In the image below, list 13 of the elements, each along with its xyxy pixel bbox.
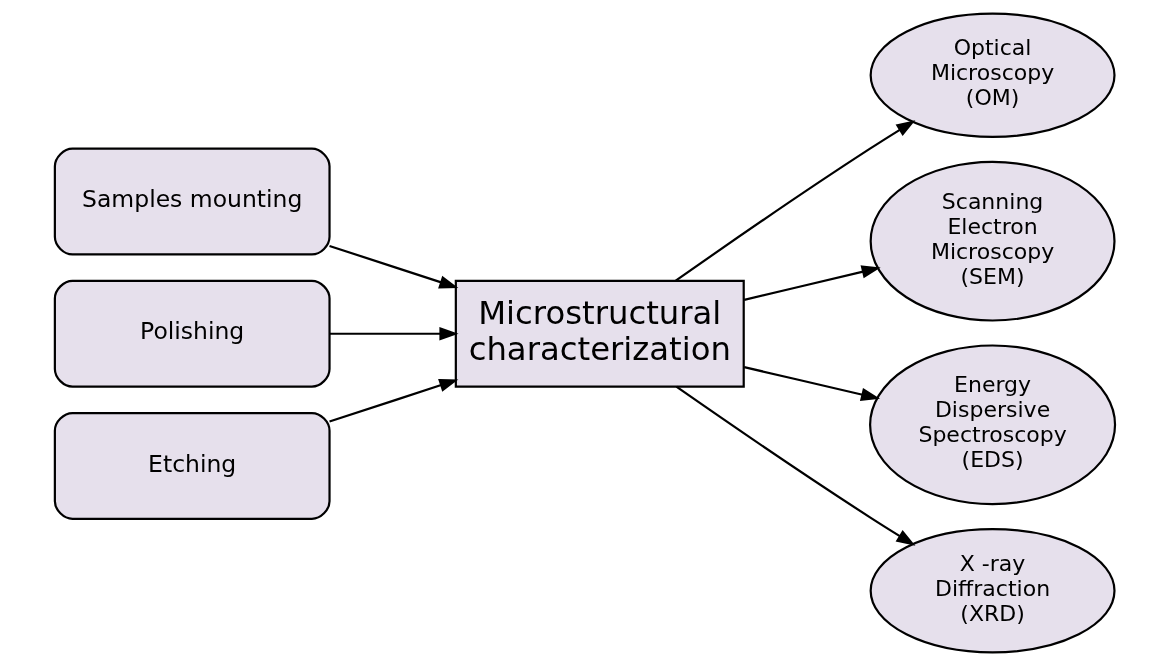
node-box: Samples mounting: [53, 147, 331, 256]
arrow: [329, 327, 459, 341]
arrow: [743, 265, 881, 301]
node-ellipse: Energy Dispersive Spectroscopy (EDS): [869, 344, 1117, 506]
node-box: Polishing: [53, 279, 331, 388]
arrow: [675, 120, 916, 282]
arrow: [329, 379, 459, 423]
node-box: Microstructural characterization: [454, 279, 745, 388]
arrow: [329, 244, 459, 289]
node-box: Etching: [53, 411, 331, 520]
node-ellipse: Scanning Electron Microscopy (SEM): [869, 160, 1116, 322]
arrow: [675, 385, 916, 546]
arrow: [743, 366, 881, 402]
